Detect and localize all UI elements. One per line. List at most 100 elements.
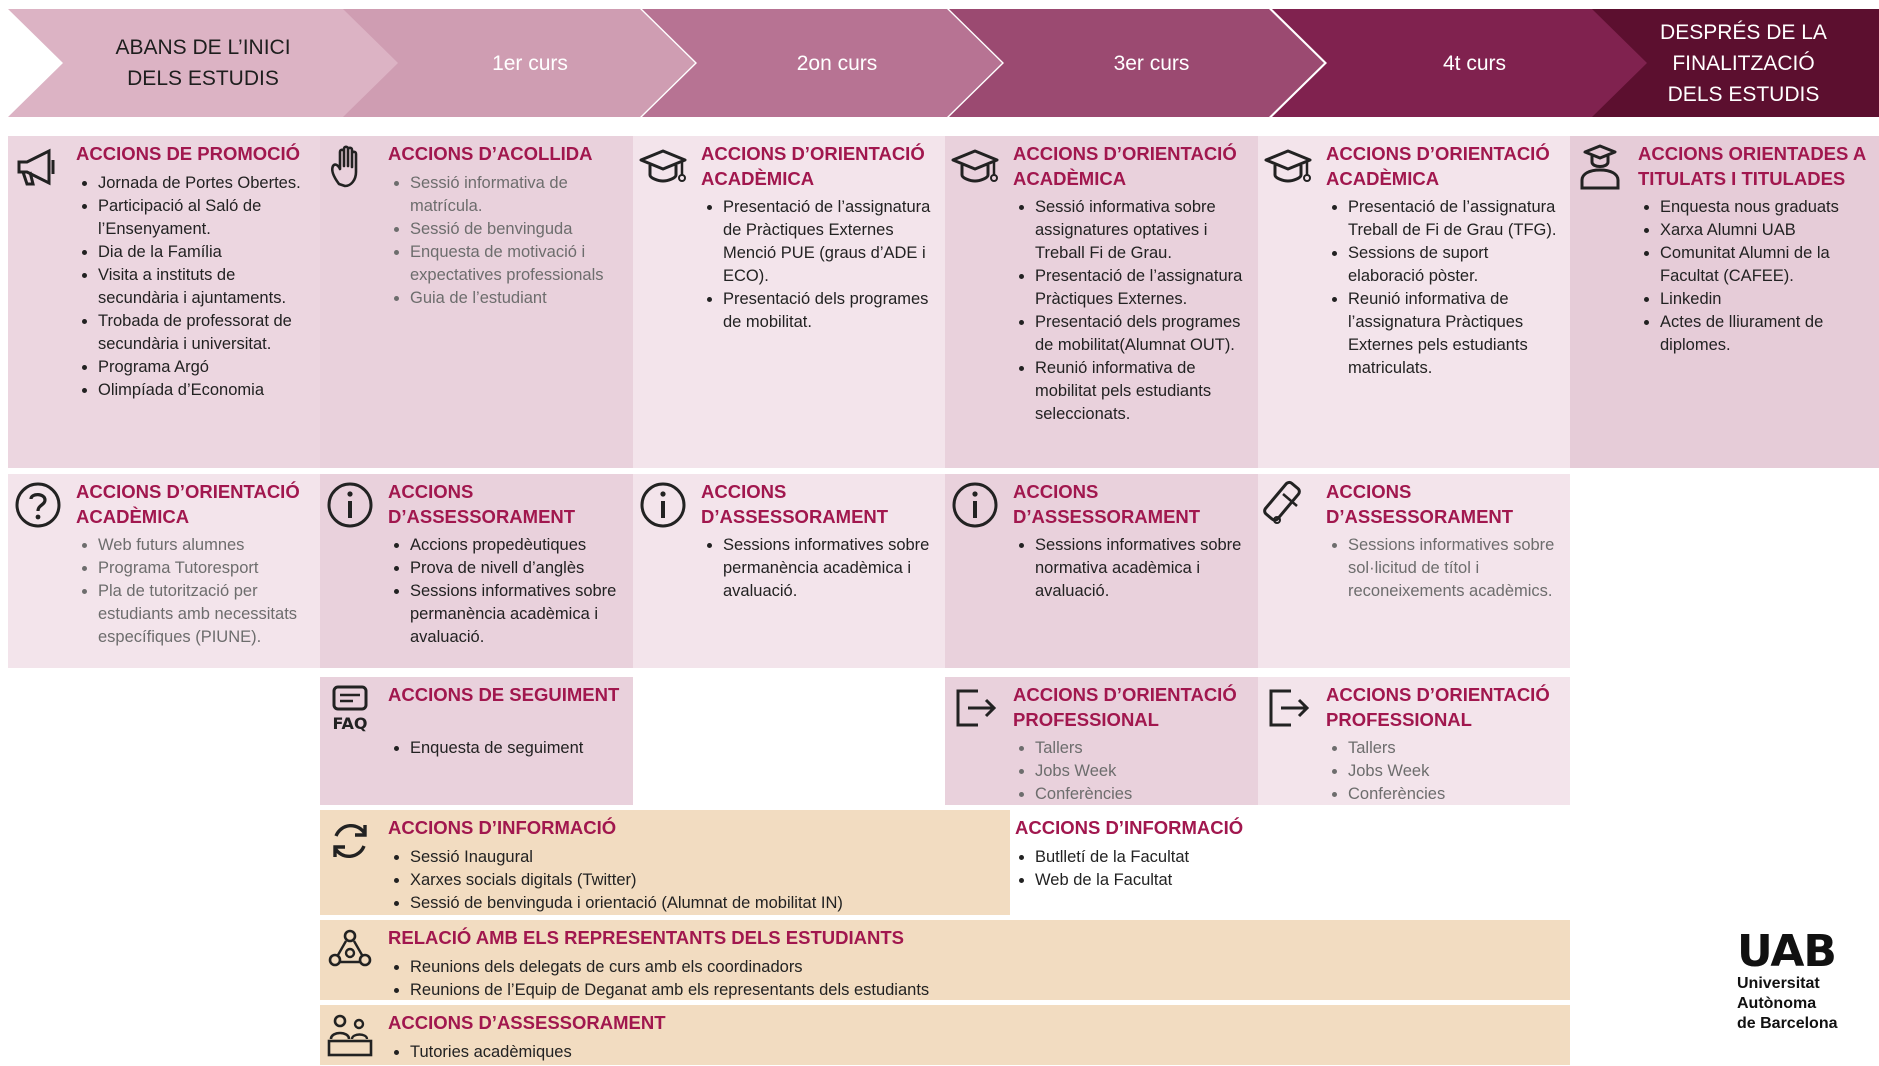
stage-arrow-3: 2on curs [642,9,1002,117]
card-item: Conferències [1035,783,1252,806]
card-item: Participació al Saló de l’Ensenyament. [98,195,314,241]
action-card: ACCIONS D’ORIENTACIÓ ACADÈMICA Presentaci… [633,136,945,468]
card-item-list: Sessions informatives sobre normativa ac… [1013,534,1252,603]
card-title: ACCIONS D’INFORMACIÓ [388,817,617,838]
uab-logo-mark: UAB [1737,926,1837,977]
card-item: Accions propedèutiques [410,534,627,557]
graduation-cap-icon [638,142,688,192]
info-icon [950,480,1000,530]
card-item-list: Tutories acadèmiques [388,1041,1564,1064]
action-card: ACCIONS D’ORIENTACIÓ ACADÈMICA Sessió inf… [945,136,1258,468]
info-icon [638,480,688,530]
card-item-list: Sessió informativa de matrícula.Sessió d… [388,172,627,310]
card-item: Presentació de l’assignatura Pràctiques … [1035,265,1252,311]
card-title: ACCIONS D’ASSESSORAMENT [1326,481,1514,527]
card-item-list: Enquesta nous graduatsXarxa Alumni UABCo… [1638,196,1873,357]
card-item: Sessió de benvinguda [410,218,627,241]
card-item: Tallers [1035,737,1252,760]
stage-label-line: 4t curs [1442,51,1507,75]
card-item: Reunions dels delegats de curs amb els c… [410,956,1564,979]
card-item: Sessió informativa de matrícula. [410,172,627,218]
card-item: Programa Argó [98,356,314,379]
graduation-cap-icon [950,142,1000,192]
graduate-icon [1575,142,1625,192]
card-item: Enquesta de seguiment [410,737,627,760]
action-card: ACCIONS D’ASSESSORAMENT Sessions informat… [945,474,1258,668]
svg-text:FAQ: FAQ [332,714,367,733]
card-item: Web de la Facultat [1035,869,1564,892]
graduation-cap-icon [1263,142,1313,192]
stage-label-line: ABANS DE L’INICI [115,36,291,59]
stage-label-line: DESPRÉS DE LA [1660,20,1827,44]
card-item-list: Presentació de l’assignatura de Pràctiqu… [701,196,939,334]
card-item: Sessions de suport elaboració pòster. [1348,242,1564,288]
card-item: Presentació de l’assignatura Treball de … [1348,196,1564,242]
action-card: ACCIONS ORIENTADES A TITULATS I TITULADE… [1570,136,1879,468]
card-title: ACCIONS D’ASSESSORAMENT [1013,481,1201,527]
card-item: Comunitat Alumni de la Facultat (CAFEE). [1660,242,1873,288]
card-item: Conferències [1348,783,1564,806]
stage-arrow-5: 4t curs [1272,9,1647,117]
action-card: ACCIONS D’ASSESSORAMENT Sessions informat… [1258,474,1570,668]
action-card: ACCIONS D’ASSESSORAMENT Tutories acadèmiq… [320,1005,1570,1065]
card-item: Presentació dels programes de mobilitat. [723,288,939,334]
card-item: Sessions informatives sobre permanència … [410,580,627,649]
action-card: RELACIÓ AMB ELS REPRESENTANTS DELS ESTUD… [320,920,1570,1000]
card-item: Reunions de l’Equip de Deganat amb els r… [410,979,1564,1002]
stage-label-line: 1er curs [492,51,568,75]
card-item: Tallers [1348,737,1564,760]
stage-label-line: 3er curs [1113,51,1190,75]
card-item: Sessions informatives sobre normativa ac… [1035,534,1252,603]
faq-icon: FAQ [325,683,375,733]
card-item-list: Sessió informativa sobre assignatures op… [1013,196,1252,426]
card-item: Programa Tutoresport [98,557,314,580]
card-item-list: Accions propedèutiquesProva de nivell d’… [388,534,627,649]
stage-label-line: DELS ESTUDIS [1667,82,1820,106]
info-icon [325,480,375,530]
card-item: Sessions informatives sobre permanència … [723,534,939,603]
card-title: ACCIONS D’ORIENTACIÓ ACADÈMICA [1013,143,1237,189]
card-item: Sessió de benvinguda i orientació (Alumn… [410,892,1004,915]
card-item: Visita a instituts de secundària i ajunt… [98,264,314,310]
action-card: ACCIONS D’ORIENTACIÓ ACADÈMICA Web futurs… [8,474,320,668]
card-item: Reunió informativa de l’assignatura Pràc… [1348,288,1564,380]
card-item-list: Jornada de Portes Obertes.Participació a… [76,172,314,402]
card-title: RELACIÓ AMB ELS REPRESENTANTS DELS ESTUD… [388,927,904,948]
card-item: Jornada de Portes Obertes. [98,172,314,195]
exit-icon [1263,683,1313,733]
card-title: ACCIONS D’INFORMACIÓ [1015,817,1244,838]
card-title: ACCIONS D’ASSESSORAMENT [388,1012,666,1033]
hand-icon [325,142,375,192]
card-item-list: Sessió InauguralXarxes socials digitals … [388,846,1004,915]
action-card: ACCIONS D’ORIENTACIÓ PROFESSIONALTallers… [1258,677,1570,805]
stage-label-3: 2on curs [767,48,878,79]
action-card: ACCIONS D’ACOLLIDASessió informativa de … [320,136,633,468]
card-item: Xarxa Alumni UAB [1660,219,1873,242]
card-item: Sessions informatives sobre sol·licitud … [1348,534,1564,603]
card-item: Enquesta nous graduats [1660,196,1873,219]
card-title: ACCIONS D’ORIENTACIÓ PROFESSIONAL [1013,684,1237,730]
card-title: ACCIONS D’ORIENTACIÓ ACADÈMICA [701,143,925,189]
card-title: ACCIONS D’ORIENTACIÓ ACADÈMICA [76,481,300,527]
card-item-list: Enquesta de seguiment [388,737,627,760]
action-card: ACCIONS D’ORIENTACIÓ ACADÈMICAPresentaci… [1258,136,1570,468]
card-item-list: Butlletí de la FacultatWeb de la Faculta… [1013,846,1564,892]
card-item: Guia de l’estudiant [410,287,627,310]
card-title: ACCIONS ORIENTADES A TITULATS I TITULADE… [1638,143,1866,189]
card-item: Butlletí de la Facultat [1035,846,1564,869]
card-item: Pla de tutorització per estudiants amb n… [98,580,314,649]
network-icon [325,926,375,976]
card-item-list: Web futurs alumnesPrograma TutoresportPl… [76,534,314,649]
card-item: Web futurs alumnes [98,534,314,557]
card-item: Enquesta de motivació i expectatives pro… [410,241,627,287]
action-card: ACCIONS D’ORIENTACIÓ PROFESSIONAL Tallers… [945,677,1258,805]
card-item-list: Sessions informatives sobre sol·licitud … [1326,534,1564,603]
card-item: Sessió Inaugural [410,846,1004,869]
uab-logo: UAB Universitat Autònoma de Barcelona [1737,930,1867,1034]
diploma-icon [1263,480,1313,530]
card-item: Tutories acadèmiques [410,1041,1564,1064]
card-item: Presentació de l’assignatura de Pràctiqu… [723,196,939,288]
